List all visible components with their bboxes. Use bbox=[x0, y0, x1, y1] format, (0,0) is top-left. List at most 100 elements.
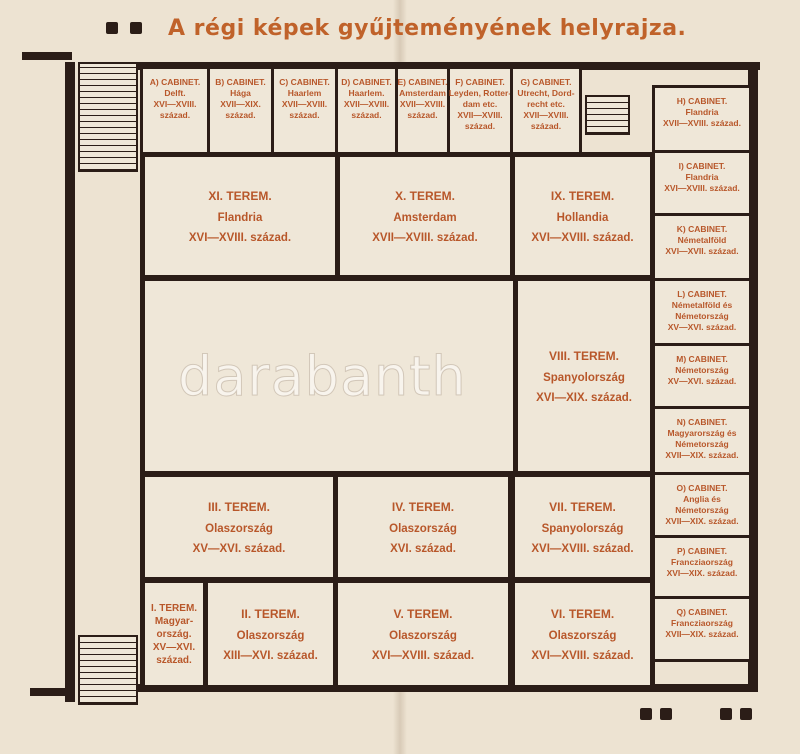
room-i-text: század. bbox=[156, 654, 192, 666]
room-x-text: XVII—XVIII. század. bbox=[372, 232, 478, 244]
cabinet-k-text: Németalföld bbox=[677, 235, 727, 245]
room-i: I. TEREM.Magyar-ország.XV—XVI.század. bbox=[140, 578, 208, 690]
cabinet-d-label: D) CABINET. bbox=[341, 77, 392, 87]
pier bbox=[106, 22, 118, 34]
cabinet-l-text: Németalföld és bbox=[671, 300, 733, 310]
room-vi-text: Olaszország bbox=[548, 630, 617, 642]
cabinet-m-text: XV—XVI. század. bbox=[667, 376, 737, 386]
cabinet-g-text: Utrecht, Dord- bbox=[517, 88, 575, 98]
cabinet-f: F) CABINET.Leyden, Rotter-dam etc.XVII—X… bbox=[447, 66, 513, 156]
cabinet-d-text: század. bbox=[351, 110, 382, 120]
cabinet-o-label: O) CABINET. bbox=[676, 483, 728, 493]
room-ii-text: XIII—XVI. század. bbox=[223, 650, 318, 662]
room-ii-label: II. TEREM. bbox=[241, 607, 300, 621]
cabinet-e-text: XVII—XVIII. bbox=[399, 99, 446, 109]
cabinet-h-label: H) CABINET. bbox=[676, 96, 728, 106]
cabinet-b-text: Hága bbox=[230, 88, 251, 98]
cabinet-q-text: Francziaország bbox=[671, 618, 733, 628]
cabinet-o-text: Németország bbox=[675, 505, 729, 515]
room-v-text: XVI—XVIII. század. bbox=[371, 650, 475, 662]
cabinet-h-text: Flandria bbox=[685, 107, 719, 117]
stairs-northwest bbox=[78, 62, 138, 172]
room-ii-text: Olaszország bbox=[236, 630, 305, 642]
room-iii-text: Olaszország bbox=[205, 523, 273, 535]
cabinet-n-text: Magyarország és bbox=[667, 428, 737, 438]
cabinet-f-label: F) CABINET. bbox=[455, 77, 505, 87]
cabinet-n-text: XVII—XIX. század. bbox=[665, 450, 739, 460]
room-xi-text: Flandria bbox=[217, 212, 263, 224]
room-iii-label: III. TEREM. bbox=[207, 500, 270, 514]
cabinet-c-text: század. bbox=[289, 110, 320, 120]
cabinet-m-text: Németország bbox=[675, 365, 729, 375]
cabinet-l-label: L) CABINET. bbox=[677, 289, 727, 299]
cabinet-f-text: XVII—XVIII. bbox=[457, 110, 503, 120]
cabinet-b-label: B) CABINET. bbox=[215, 77, 266, 87]
cabinet-i-label: I) CABINET. bbox=[678, 161, 726, 171]
cabinet-g-label: G) CABINET. bbox=[520, 77, 572, 87]
cabinet-d: D) CABINET.Haarlem.XVII—XVIII.század. bbox=[335, 66, 398, 156]
cabinet-g-text: XVII—XVIII. bbox=[523, 110, 569, 120]
cabinet-p-label: P) CABINET. bbox=[676, 546, 728, 556]
cabinet-c-text: XVII—XVIII. bbox=[281, 99, 328, 109]
pier bbox=[740, 708, 752, 720]
room-v-label: V. TEREM. bbox=[393, 607, 453, 621]
room-iv-text: XVI. század. bbox=[390, 543, 456, 555]
room-viii-text: Spanyolország bbox=[543, 372, 625, 384]
room-i-label: I. TEREM. bbox=[150, 602, 198, 614]
cabinet-a: A) CABINET.Delft.XVI—XVIII.század. bbox=[140, 66, 210, 156]
pier bbox=[720, 708, 732, 720]
room-i-text: ország. bbox=[156, 628, 192, 640]
room-vii-text: XVI—XVIII. század. bbox=[531, 543, 634, 555]
room-ix-text: Hollandia bbox=[556, 212, 609, 224]
cabinet-f-text: Leyden, Rotter- bbox=[448, 88, 512, 98]
room-ix-text: XVI—XVIII. század. bbox=[531, 232, 634, 244]
cabinet-e-text: század. bbox=[407, 110, 438, 120]
cabinet-f-text: dam etc. bbox=[462, 99, 498, 109]
cabinet-i-text: Flandria bbox=[685, 172, 719, 182]
room-iv-text: Olaszország bbox=[389, 523, 457, 535]
room-viii-label: VIII. TEREM. bbox=[548, 349, 619, 363]
cabinet-o-text: Anglia és bbox=[683, 494, 721, 504]
watermark: darabanth bbox=[178, 345, 467, 409]
cabinet-a-text: XVI—XVIII. bbox=[153, 99, 197, 109]
room-vii-text: Spanyolország bbox=[541, 523, 624, 535]
cabinet-a-label: A) CABINET. bbox=[149, 77, 201, 87]
cabinet-b-text: XVII—XIX. bbox=[220, 99, 261, 109]
cabinet-p-text: Francziaország bbox=[671, 557, 733, 567]
room-xi-label: XI. TEREM. bbox=[208, 189, 272, 203]
cabinet-g-text: század. bbox=[530, 121, 562, 131]
room-vi-label: VI. TEREM. bbox=[550, 607, 615, 621]
room-vi-text: XVI—XVIII. század. bbox=[531, 650, 634, 662]
cabinet-b-text: század. bbox=[225, 110, 256, 120]
cabinet-p-text: XVI—XIX. század. bbox=[666, 568, 738, 578]
room-iii-text: XV—XVI. század. bbox=[192, 543, 286, 555]
room-x-label: X. TEREM. bbox=[394, 189, 455, 203]
north-stub-wall bbox=[22, 52, 72, 60]
room-iv-label: IV. TEREM. bbox=[391, 500, 455, 514]
room-x-text: Amsterdam bbox=[393, 212, 457, 224]
south-stub-wall bbox=[30, 688, 75, 696]
outer-wall-right-top bbox=[650, 62, 760, 70]
stairs-southwest bbox=[78, 635, 138, 705]
cabinet-l-text: XV—XVI. század. bbox=[667, 322, 737, 332]
room-viii-text: XVI—XIX. század. bbox=[536, 392, 632, 404]
pier bbox=[130, 22, 142, 34]
cabinet-e-text: Amsterdam bbox=[399, 88, 446, 98]
cabinet-c-text: Haarlem bbox=[287, 88, 322, 98]
plan-title: A régi képek gyűjteményének helyrajza. bbox=[168, 16, 687, 41]
cabinet-a-text: Delft. bbox=[164, 88, 186, 98]
cabinet-i-text: XVI—XVIII. század. bbox=[664, 183, 740, 193]
cabinet-o-text: XVII—XIX. század. bbox=[665, 516, 739, 526]
